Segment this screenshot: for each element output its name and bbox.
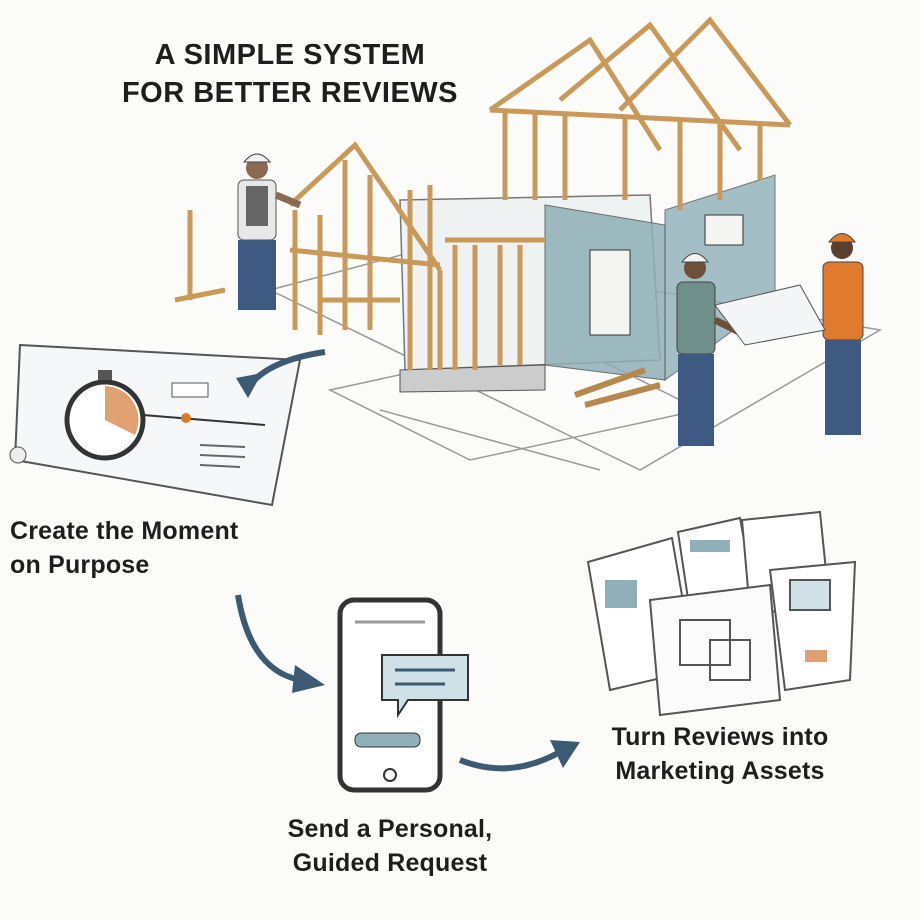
step-1-label: Create the Moment on Purpose: [10, 514, 300, 582]
phone-icon: [337, 597, 469, 793]
step-3-line-1: Turn Reviews into: [611, 723, 829, 751]
step-3-label: Turn Reviews into Marketing Assets: [580, 720, 860, 788]
flow-arrows: [235, 349, 580, 772]
title-line-2: FOR BETTER REVIEWS: [121, 77, 459, 109]
page-title: A SIMPLE SYSTEM FOR BETTER REVIEWS: [100, 36, 480, 112]
timeline-blueprint: [9, 343, 302, 507]
step-1-line-2: on Purpose: [10, 551, 150, 579]
step-2-line-2: Guided Request: [292, 849, 488, 877]
step-1-line-1: Create the Moment: [10, 517, 239, 545]
worker-left: [237, 153, 302, 310]
step-2-label: Send a Personal, Guided Request: [240, 812, 540, 880]
house-frame: [174, 16, 792, 408]
worker-right: [822, 233, 864, 435]
marketing-documents: [586, 510, 857, 717]
step-3-line-2: Marketing Assets: [615, 757, 825, 785]
step-2-line-1: Send a Personal,: [287, 815, 493, 843]
worker-middle: [676, 253, 747, 446]
title-line-1: A SIMPLE SYSTEM: [154, 39, 426, 71]
blueprint-held: [714, 284, 826, 346]
